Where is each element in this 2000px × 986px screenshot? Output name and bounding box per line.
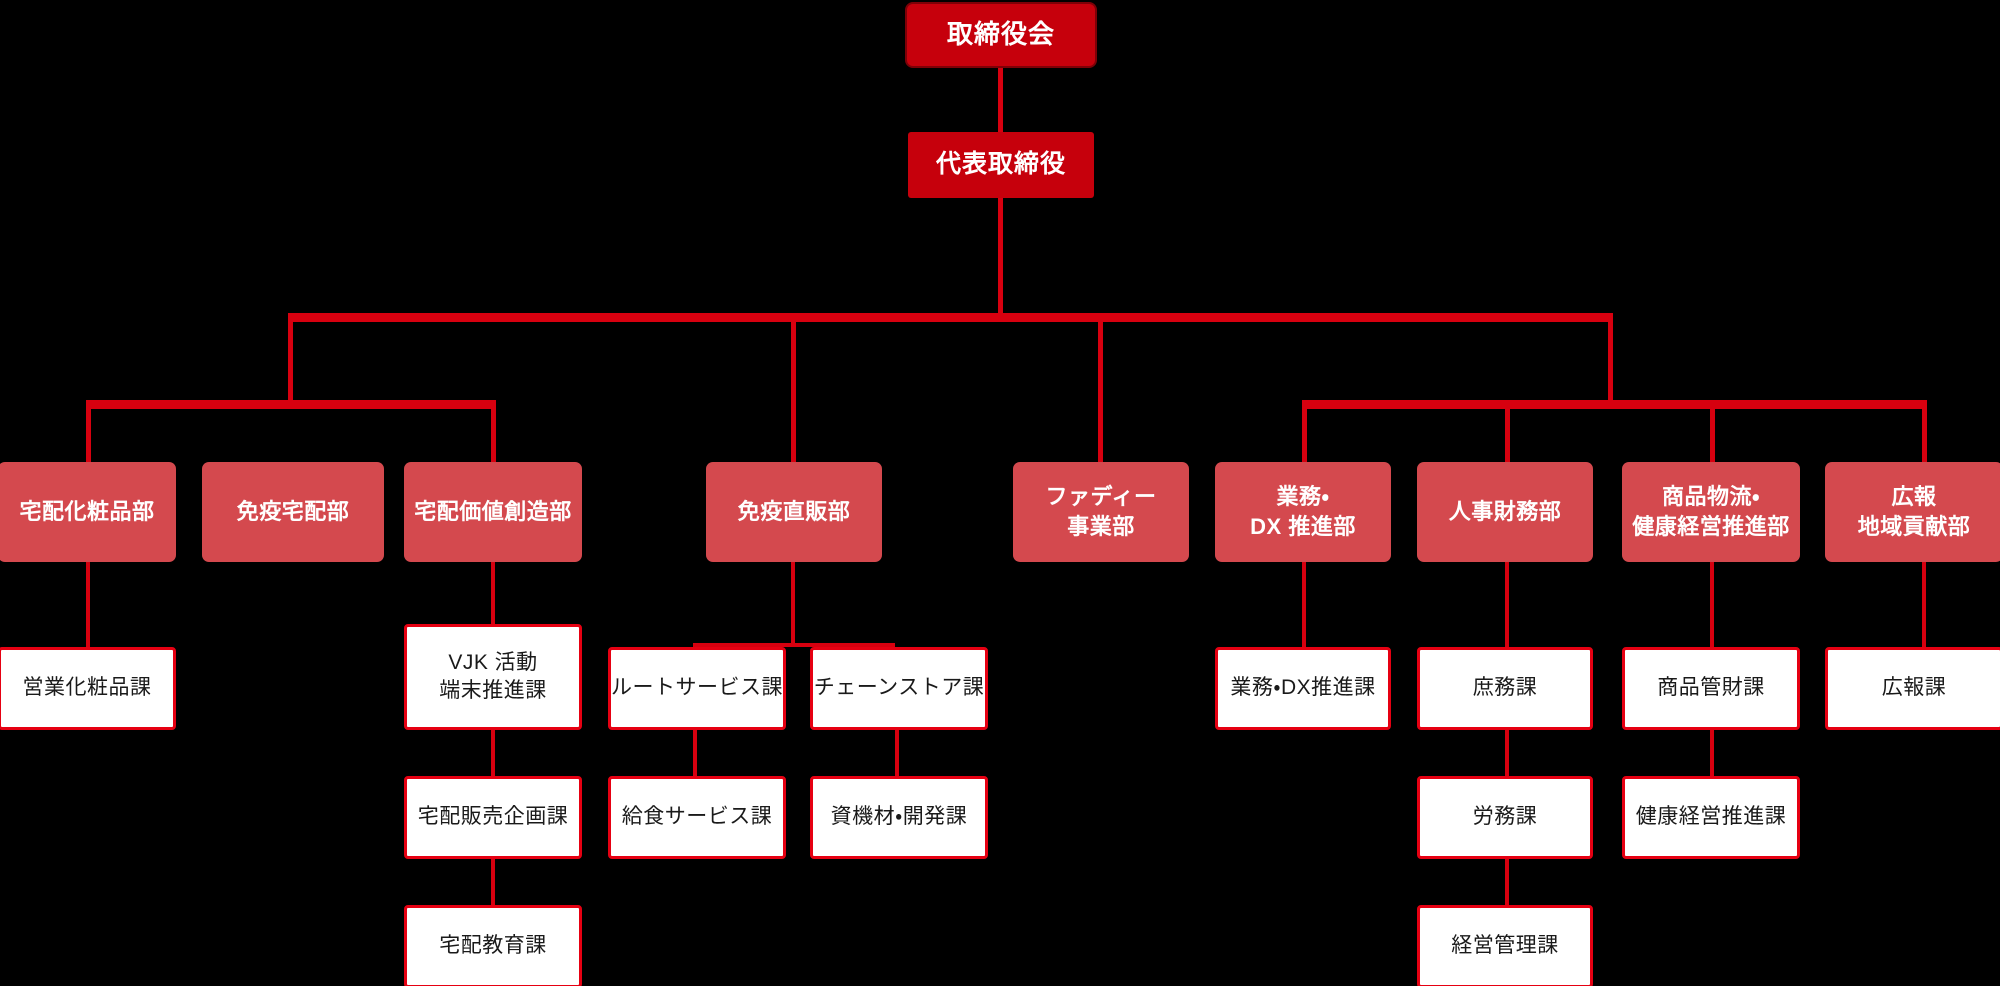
node-section-kenko-keiei-suishin[interactable]: 健康経営推進課 (1622, 776, 1800, 859)
connector-exec-to-main-bus (998, 198, 1003, 318)
connector-drop-dept-5 (1302, 400, 1307, 462)
connector-dept0-to-section0 (86, 562, 90, 647)
node-section-takuhai-kyoiku[interactable]: 宅配教育課 (404, 905, 582, 986)
connector-section11-to-section14 (1505, 859, 1509, 944)
connector-section1-to-section8 (491, 730, 495, 815)
connector-drop-left-group (288, 313, 293, 405)
connector-section2-to-section9 (693, 730, 697, 815)
connector-main-bus (288, 313, 1613, 322)
connector-dept6-to-section5 (1505, 562, 1509, 647)
node-representative-director[interactable]: 代表取締役 (908, 132, 1094, 198)
connector-drop-dept-2 (491, 400, 496, 462)
connector-right-sub-bus (1302, 400, 1927, 409)
node-section-shomu[interactable]: 庶務課 (1417, 647, 1593, 730)
node-section-shikizai-kaihatsu[interactable]: 資機材・開発課 (810, 776, 988, 859)
node-section-eigyo-keshohin[interactable]: 営業化粧品課 (0, 647, 176, 730)
connector-section5-to-section11 (1505, 730, 1509, 815)
node-board-of-directors[interactable]: 取締役会 (905, 2, 1097, 68)
connector-dept3-split-bar (693, 643, 895, 647)
node-department-meneki-chokuhan[interactable]: 免疫直販部 (706, 462, 882, 562)
node-section-kyushoku-service[interactable]: 給食サービス課 (608, 776, 786, 859)
connector-drop-dept-6 (1505, 400, 1510, 462)
node-department-takuhai-kachi-sozo[interactable]: 宅配価値創造部 (404, 462, 582, 562)
node-section-romu[interactable]: 労務課 (1417, 776, 1593, 859)
connector-drop-right-group (1608, 313, 1613, 405)
node-department-fadie-jigyo[interactable]: ファディー 事業部 (1013, 462, 1189, 562)
node-department-meneki-takuhai[interactable]: 免疫宅配部 (202, 462, 384, 562)
node-department-jinji-zaimu[interactable]: 人事財務部 (1417, 462, 1593, 562)
node-section-route-service[interactable]: ルートサービス課 (608, 647, 786, 730)
node-section-vjk-katsudo-tanmatsu[interactable]: VJK 活動 端末推進課 (404, 624, 582, 730)
node-department-takuhai-keshohin[interactable]: 宅配化粧品部 (0, 462, 176, 562)
connector-drop-dept-4 (1098, 313, 1103, 462)
node-section-shohin-kanzai[interactable]: 商品管財課 (1622, 647, 1800, 730)
connector-dept2-to-section1 (491, 562, 495, 647)
connector-dept7-to-section6 (1710, 562, 1714, 647)
connector-left-sub-bus (86, 400, 496, 409)
node-department-shohin-butsuryu-kenko[interactable]: 商品物流・ 健康経営推進部 (1622, 462, 1800, 562)
connector-drop-dept-0 (86, 400, 91, 462)
connector-drop-dept-3 (791, 313, 796, 462)
node-section-koho[interactable]: 広報課 (1825, 647, 2000, 730)
connector-dept8-to-section7 (1922, 562, 1926, 647)
connector-dept5-to-section4 (1302, 562, 1306, 647)
node-section-chain-store[interactable]: チェーンストア課 (810, 647, 988, 730)
connector-drop-dept-8 (1922, 400, 1927, 462)
node-section-takuhai-hanbai-kikaku[interactable]: 宅配販売企画課 (404, 776, 582, 859)
node-department-koho-chiiki-koken[interactable]: 広報 地域貢献部 (1825, 462, 2000, 562)
node-section-keiei-kanri[interactable]: 経営管理課 (1417, 905, 1593, 986)
connector-section8-to-section13 (491, 859, 495, 944)
connector-dept3-stem (791, 562, 795, 647)
connector-board-to-exec (998, 66, 1003, 132)
connector-drop-dept-7 (1710, 400, 1715, 462)
node-section-gyomu-dx-suishin[interactable]: 業務・DX推進課 (1215, 647, 1391, 730)
connector-section6-to-section12 (1710, 730, 1714, 815)
connector-section3-to-section10 (895, 730, 899, 815)
node-department-gyomu-dx[interactable]: 業務・ DX 推進部 (1215, 462, 1391, 562)
